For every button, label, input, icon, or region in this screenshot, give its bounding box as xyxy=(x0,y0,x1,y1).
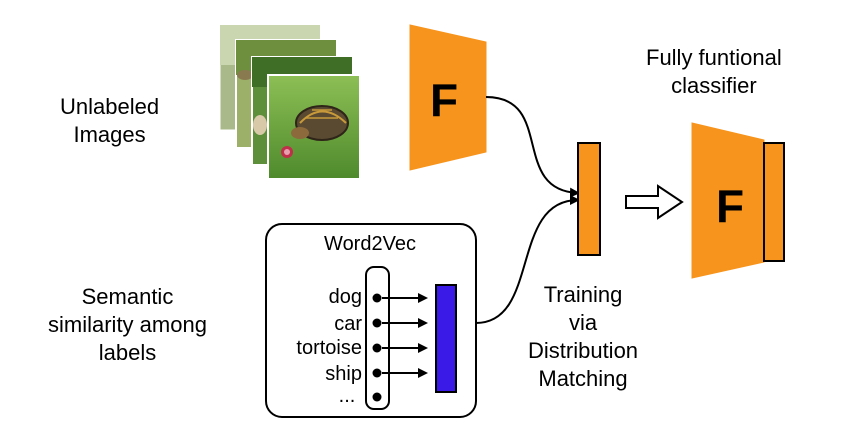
training-line-1: Training xyxy=(543,282,623,307)
word2vec-title: Word2Vec xyxy=(324,233,416,255)
training-line-4: Matching xyxy=(538,366,628,391)
training-line-2: via xyxy=(568,310,598,335)
word2vec-box: Word2Vec dog car tortoise ship ... xyxy=(265,223,477,418)
semantic-line-1: Semantic xyxy=(81,284,174,309)
semantic-similarity-label: Semantic similarity among labels xyxy=(48,283,207,367)
word-label-dog: dog xyxy=(329,286,362,308)
tortoise-photo-icon xyxy=(267,74,361,180)
classifier-head-bar xyxy=(763,142,785,262)
classifier-line-2: classifier xyxy=(671,73,757,98)
semantic-line-3: labels xyxy=(98,340,157,365)
embedding-vector-bar xyxy=(435,284,457,393)
hollow-arrow-icon xyxy=(625,184,684,220)
unlabeled-line-1: Unlabeled xyxy=(60,94,160,119)
word-label-car: car xyxy=(334,313,362,335)
word-index-capsule xyxy=(365,266,390,410)
classifier-line-1: Fully funtional xyxy=(646,45,782,70)
word-dot-ship xyxy=(372,368,382,378)
encoder-to-feature-arrow xyxy=(485,96,580,198)
unlabeled-image-stack xyxy=(219,24,361,180)
unlabeled-images-label: Unlabeled Images xyxy=(60,93,159,149)
training-label: Training via Distribution Matching xyxy=(528,281,638,393)
word-label-ship: ship xyxy=(325,363,362,385)
word-dot-car xyxy=(372,318,382,328)
feature-vector-bar xyxy=(577,142,601,256)
word-label-tortoise: tortoise xyxy=(296,337,362,359)
encoder-letter: F xyxy=(430,74,458,126)
word-dot-tortoise xyxy=(372,343,382,353)
classifier-block: F xyxy=(691,122,785,279)
classifier-label: Fully funtional classifier xyxy=(646,44,782,100)
semantic-line-2: similarity among xyxy=(48,312,207,337)
training-line-3: Distribution xyxy=(528,338,639,363)
encoder-block: F xyxy=(409,24,487,171)
word-label-ellipsis: ... xyxy=(339,385,356,407)
unlabeled-line-2: Images xyxy=(73,122,146,147)
word2vec-to-feature-arrow xyxy=(475,195,580,324)
word-dot-ellipsis xyxy=(372,392,382,402)
word-dot-dog xyxy=(372,293,382,303)
classifier-letter: F xyxy=(716,180,744,232)
